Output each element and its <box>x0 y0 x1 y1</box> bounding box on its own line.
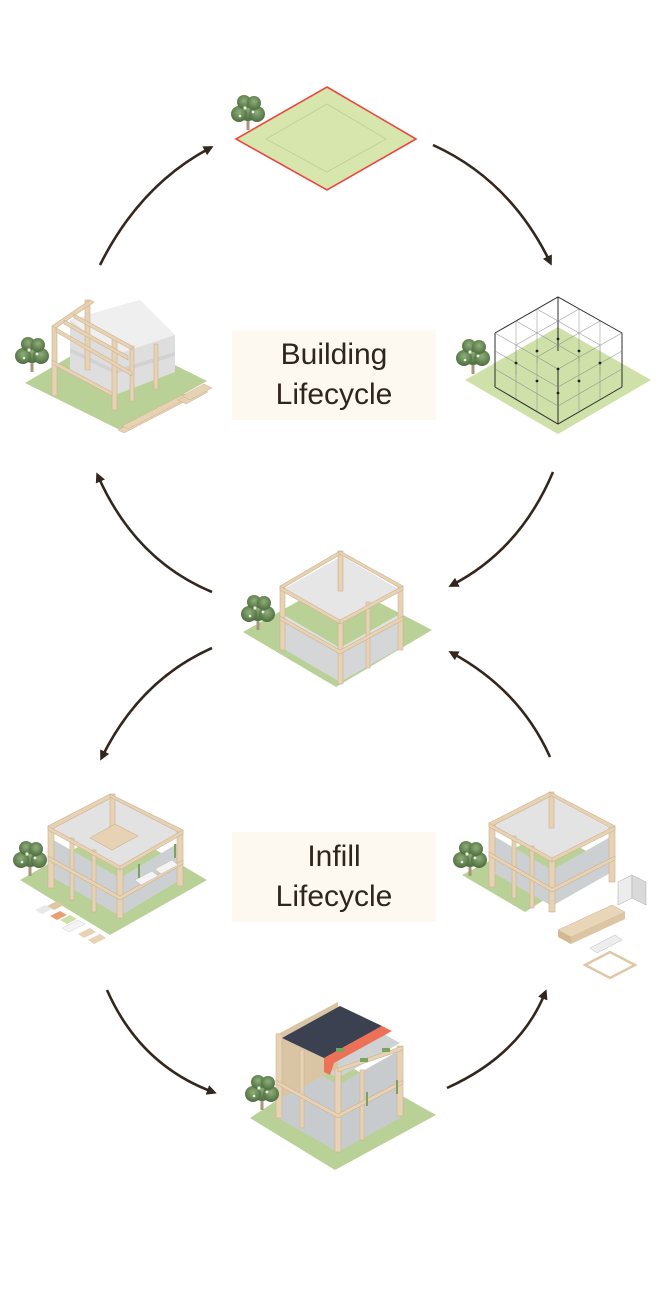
infill-parts <box>35 901 106 944</box>
tree-icon <box>15 337 49 372</box>
building-lifecycle-title-line1: Building <box>280 338 388 371</box>
building-lifecycle-label: Building Lifecycle <box>232 330 436 420</box>
stage-deconstruct-illustration <box>15 299 213 434</box>
infill-lifecycle-title-line1: Infill <box>307 840 361 873</box>
stage-grid-illustration <box>456 296 651 434</box>
arrow-complete-to-removal <box>446 989 548 1090</box>
infill-lifecycle-label: Infill Lifecycle <box>232 832 436 922</box>
stage-site-illustration <box>231 86 418 191</box>
stage-complete-illustration <box>245 1002 436 1170</box>
arrow-frame-to-infill <box>100 646 213 761</box>
arrow-grid-to-frame <box>448 471 555 587</box>
stage-frame-illustration <box>241 550 432 687</box>
arrow-infill-to-complete <box>105 989 217 1095</box>
arrow-deconstruct-to-site <box>98 146 214 266</box>
cycle-arrows <box>95 143 555 1095</box>
building-lifecycle-title-line2: Lifecycle <box>275 378 393 411</box>
stage-infill-removal-illustration <box>453 791 647 980</box>
arrow-site-to-grid <box>432 143 552 266</box>
arrow-removal-to-frame <box>448 651 552 758</box>
removed-parts <box>557 874 647 980</box>
stage-infill-fit-illustration <box>13 793 207 944</box>
infill-lifecycle-title-line2: Lifecycle <box>275 880 393 913</box>
arrow-frame-to-deconstruct <box>95 472 213 594</box>
